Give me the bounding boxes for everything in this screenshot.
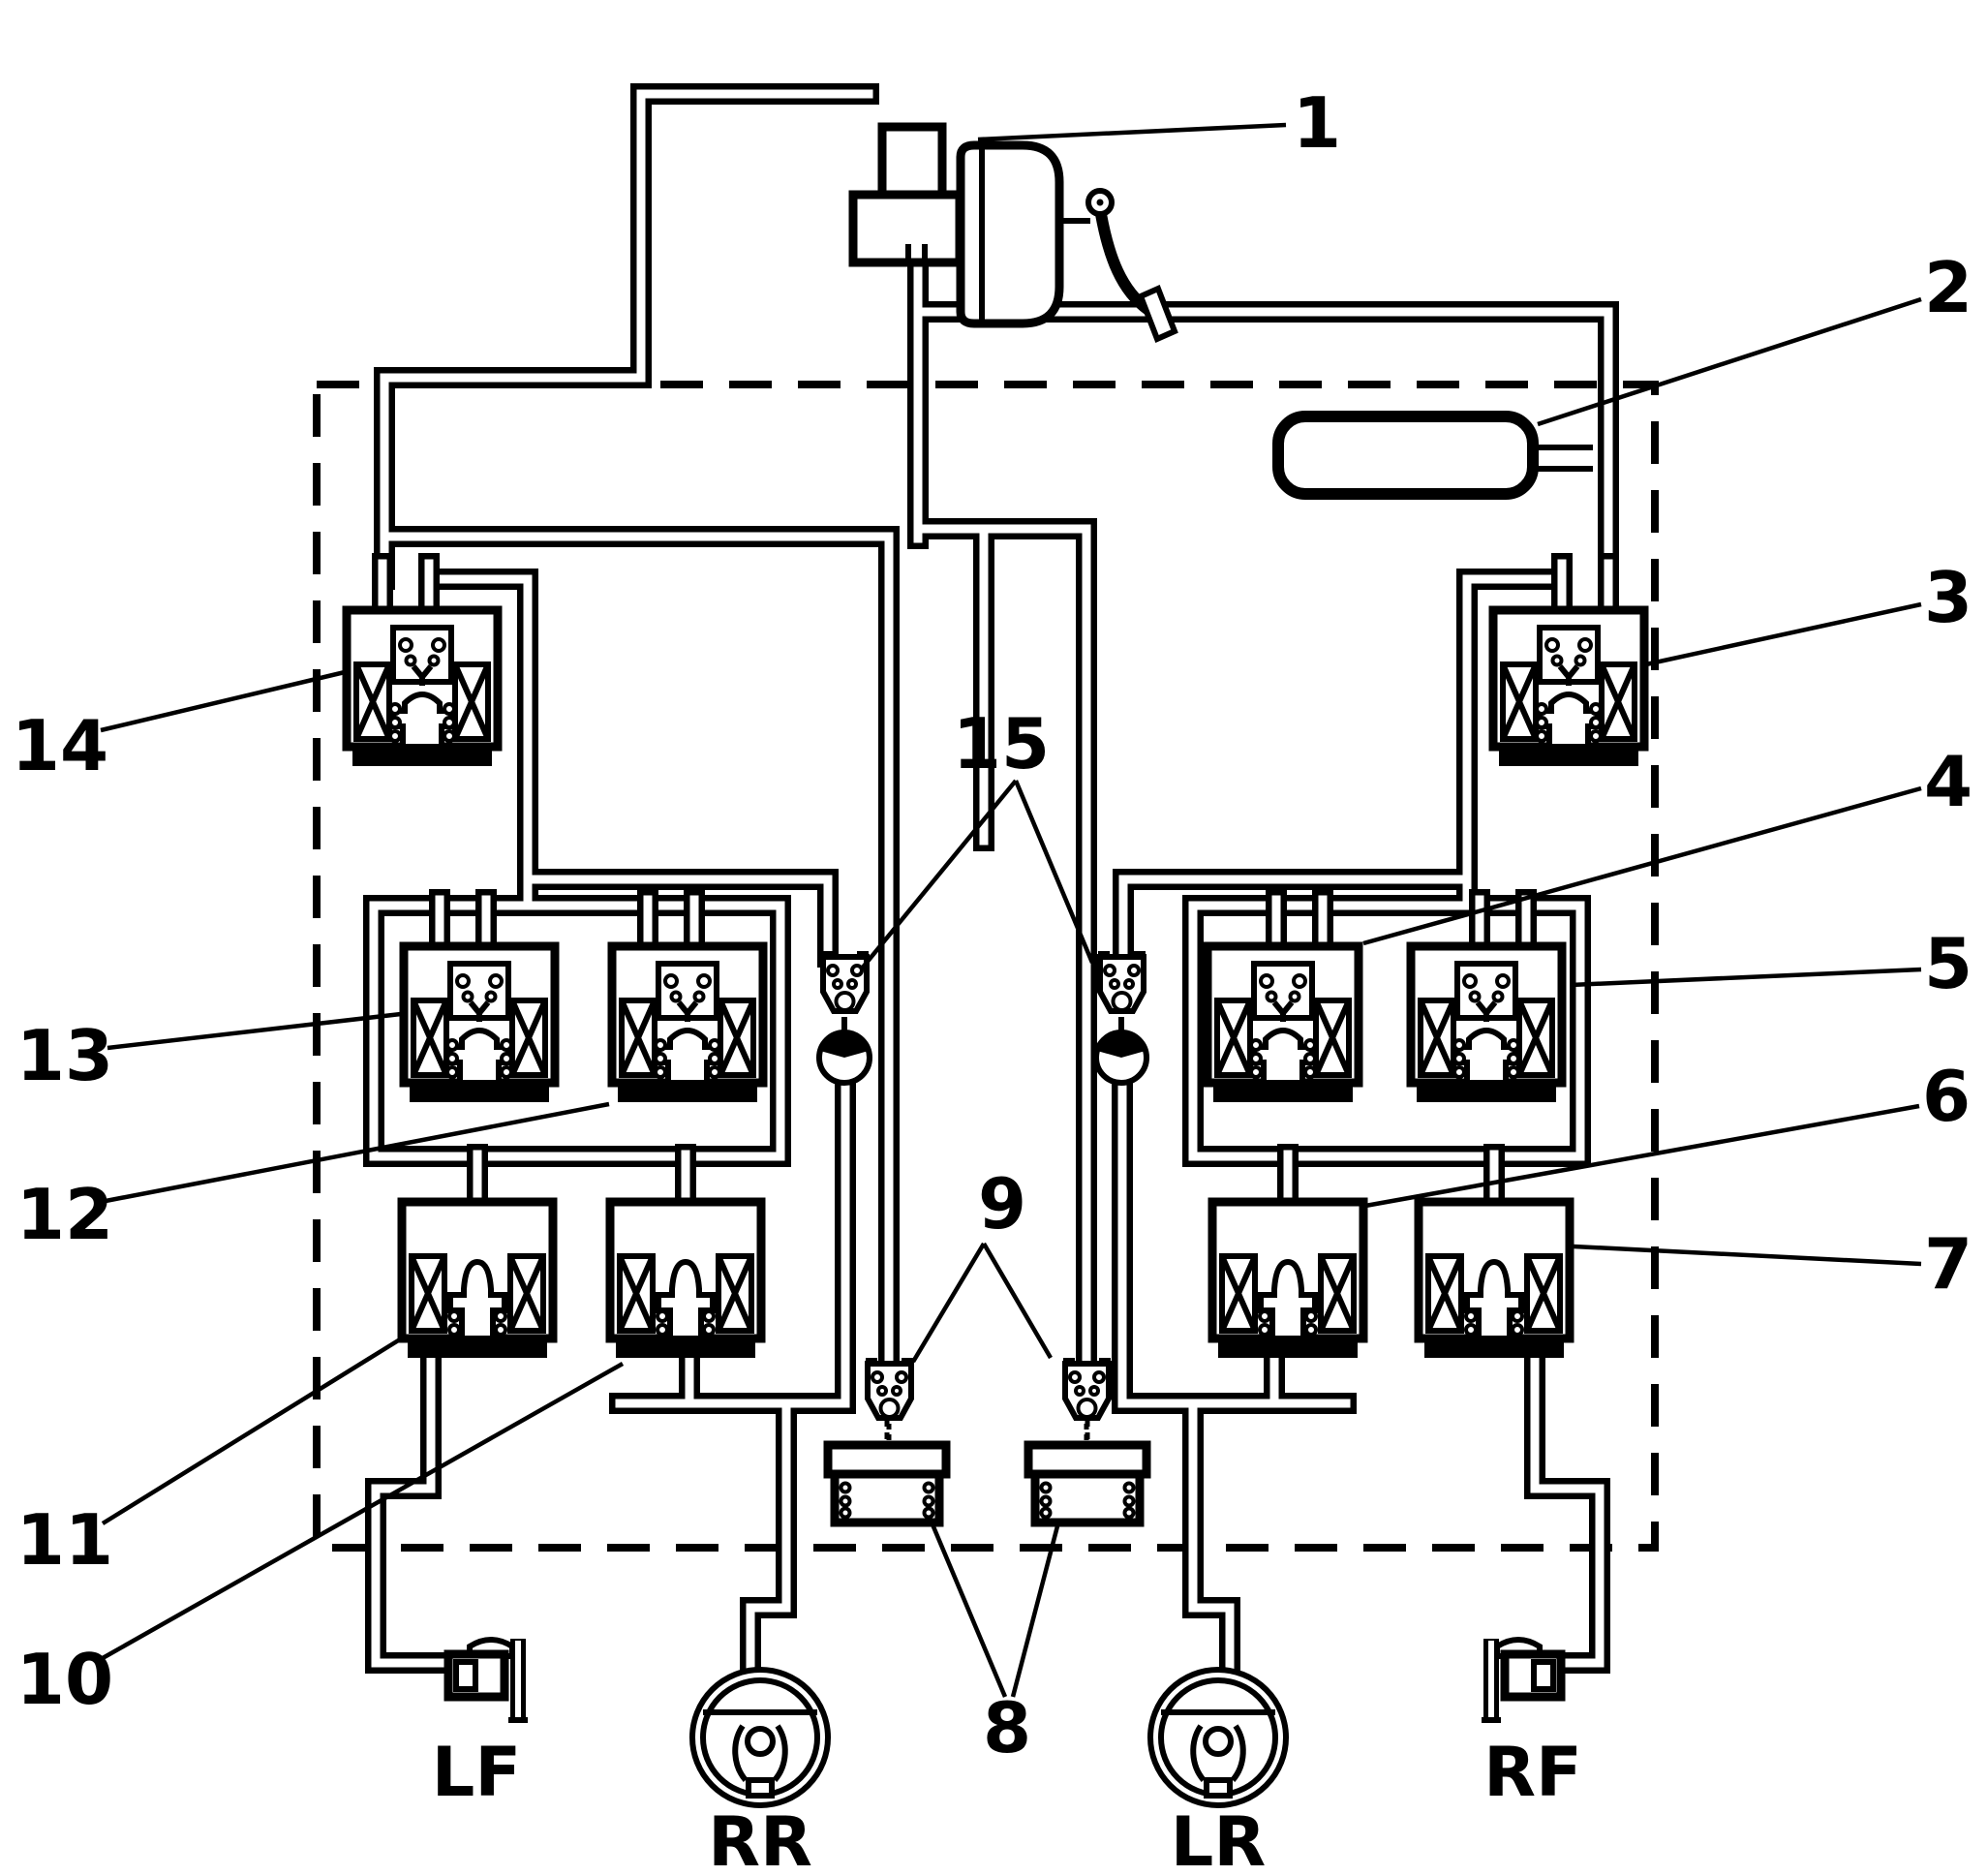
accumulator xyxy=(1272,411,1539,500)
callout-1: 1 xyxy=(1293,82,1341,164)
leader-line-8 xyxy=(930,1523,1008,1698)
brake-pedal-pad xyxy=(1137,284,1178,344)
leader-line-10 xyxy=(101,1362,625,1660)
wheel-label-LF: LF xyxy=(432,1733,521,1812)
leader-line-4 xyxy=(1362,785,1922,946)
pump-right xyxy=(1096,1032,1146,1083)
callout-2: 2 xyxy=(1924,247,1972,328)
pipe-bore xyxy=(1462,574,1567,910)
callout-12: 12 xyxy=(16,1174,113,1255)
leader-line-5 xyxy=(1570,967,1922,988)
wheel-label-RF: RF xyxy=(1483,1733,1582,1812)
callout-5: 5 xyxy=(1924,923,1972,1004)
callout-13: 13 xyxy=(16,1015,113,1096)
wheel-label-LR: LR xyxy=(1171,1802,1267,1876)
wheel-label-RR: RR xyxy=(708,1802,812,1876)
pipe-bore xyxy=(1118,875,1472,962)
leader-line-1 xyxy=(977,122,1287,142)
leader-line-6 xyxy=(1364,1103,1920,1209)
modulator-dashed-boundary xyxy=(313,381,1659,1552)
pipe-bore xyxy=(746,1399,791,1675)
pump-left xyxy=(819,1032,870,1083)
leader-line-12 xyxy=(105,1101,610,1204)
leader-line-9 xyxy=(982,1242,1053,1360)
leader-line-14 xyxy=(100,669,346,733)
callout-14: 14 xyxy=(12,705,108,786)
check-valve-15-right xyxy=(1098,951,1146,1011)
leader-line-15 xyxy=(1013,780,1095,964)
callout-6: 6 xyxy=(1922,1056,1971,1137)
leader-line-11 xyxy=(101,1338,402,1525)
leader-line-9 xyxy=(911,1242,986,1364)
pipe-bore xyxy=(371,1355,452,1668)
leader-line-15 xyxy=(860,779,1018,970)
check-valve-15-left xyxy=(821,951,869,1011)
callout-8: 8 xyxy=(983,1687,1031,1768)
pipe-bore xyxy=(380,532,894,1365)
wheel-brake-RR xyxy=(692,1670,828,1805)
pipe-bore xyxy=(523,875,833,962)
pipe-bore xyxy=(1188,901,1585,1161)
wheel-brake-LR xyxy=(1150,1670,1286,1805)
callout-leaders xyxy=(100,122,1922,1698)
check-valve-9-right xyxy=(1063,1358,1111,1418)
leader-line-3 xyxy=(1645,601,1922,667)
leader-line-2 xyxy=(1537,296,1922,427)
pipe-bore xyxy=(1188,1399,1235,1675)
pipe-network-bores xyxy=(369,89,1613,1675)
callout-15: 15 xyxy=(953,703,1050,784)
check-valve-9-left xyxy=(866,1358,913,1418)
callout-3: 3 xyxy=(1924,557,1972,638)
pipe-bore xyxy=(913,524,1091,1365)
fluid-reservoir xyxy=(877,122,947,200)
pipe-bore xyxy=(380,89,873,584)
callout-7: 7 xyxy=(1924,1223,1972,1305)
callout-11: 11 xyxy=(16,1499,113,1581)
vacuum-booster xyxy=(956,140,1064,328)
pipe-bore xyxy=(1530,1355,1605,1668)
callout-4: 4 xyxy=(1924,741,1972,822)
callout-10: 10 xyxy=(16,1639,113,1720)
leader-line-13 xyxy=(107,1011,402,1051)
master-cylinder-assembly xyxy=(848,122,1178,344)
leader-line-7 xyxy=(1573,1244,1922,1267)
leader-line-8 xyxy=(1010,1522,1061,1698)
callout-9: 9 xyxy=(978,1163,1026,1245)
pipe-bore xyxy=(424,574,533,910)
